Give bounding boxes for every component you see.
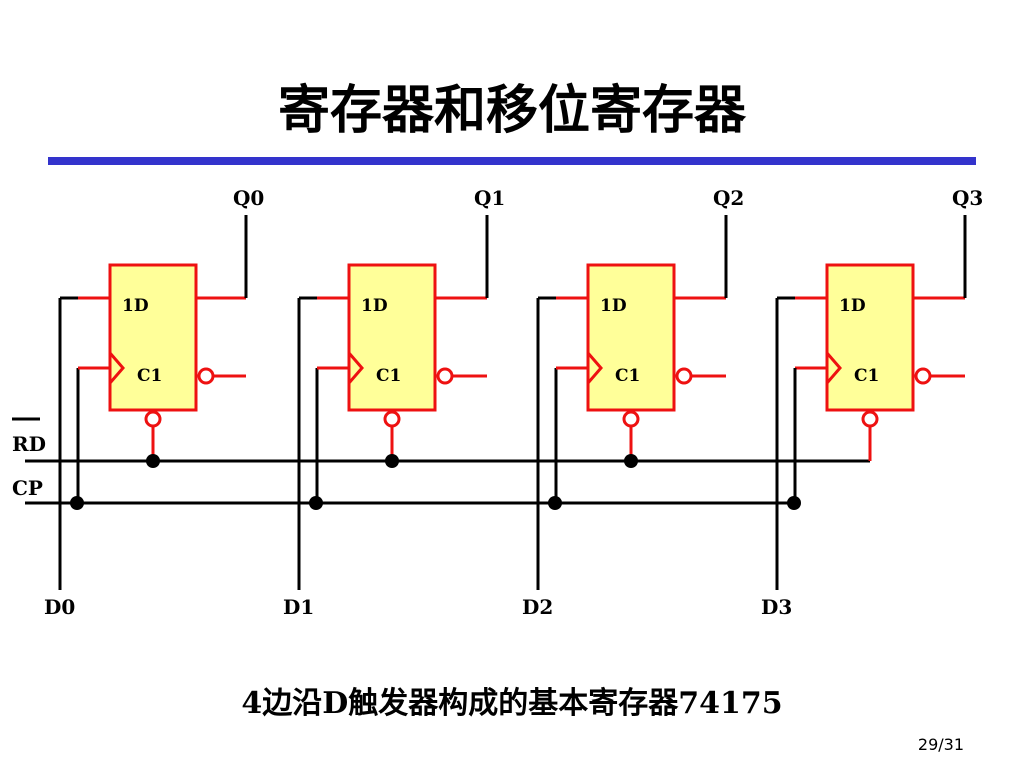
wires (25, 215, 967, 590)
qbar-bubble-0 (197, 367, 215, 385)
clock-label-2: C1 (615, 366, 640, 386)
reset-bubble-1 (383, 410, 401, 428)
clock-triangle-3 (825, 352, 842, 384)
reset-bubble-0 (144, 410, 162, 428)
clock-label-3: C1 (854, 366, 879, 386)
qbar-bubble-2 (675, 367, 693, 385)
data-label-2: D2 (522, 595, 553, 619)
data-label-0: D0 (44, 595, 75, 619)
clock-triangle-2 (586, 352, 603, 384)
input-label-1: 1D (361, 296, 388, 316)
rd-junction-1 (385, 454, 399, 468)
reset-label: RD (12, 432, 46, 456)
clock-triangle-0 (108, 352, 125, 384)
clock-label: CP (12, 476, 43, 500)
slide-caption: 4边沿D触发器构成的基本寄存器74175 (241, 686, 783, 721)
input-label-0: 1D (122, 296, 149, 316)
data-label-3: D3 (761, 595, 792, 619)
reset-bubble-3 (861, 410, 879, 428)
rd-junction-0 (146, 454, 160, 468)
cp-junction-0 (70, 496, 84, 510)
cp-junction-2 (548, 496, 562, 510)
flipflop-box-1 (347, 263, 437, 412)
rd-junction-2 (624, 454, 638, 468)
clock-label-1: C1 (376, 366, 401, 386)
qbar-bubble-1 (436, 367, 454, 385)
clock-triangle-1 (347, 352, 364, 384)
title-rule (48, 157, 976, 165)
page-number: 29/31 (917, 735, 964, 754)
input-label-3: 1D (839, 296, 866, 316)
flipflop-box-2 (586, 263, 676, 412)
slide-title: 寄存器和移位寄存器 (277, 81, 746, 141)
qbar-bubble-3 (914, 367, 932, 385)
output-label-2: Q2 (713, 186, 744, 210)
cp-junction-1 (309, 496, 323, 510)
flipflops: 1D C1 1D C1 1D C1 1D C1 (108, 263, 932, 428)
output-label-0: Q0 (233, 186, 264, 210)
output-label-1: Q1 (474, 186, 505, 210)
data-label-1: D1 (283, 595, 314, 619)
input-label-2: 1D (600, 296, 627, 316)
reset-bubble-2 (622, 410, 640, 428)
output-label-3: Q3 (952, 186, 983, 210)
flipflop-box-0 (108, 263, 198, 412)
flipflop-box-3 (825, 263, 915, 412)
clock-label-0: C1 (137, 366, 162, 386)
